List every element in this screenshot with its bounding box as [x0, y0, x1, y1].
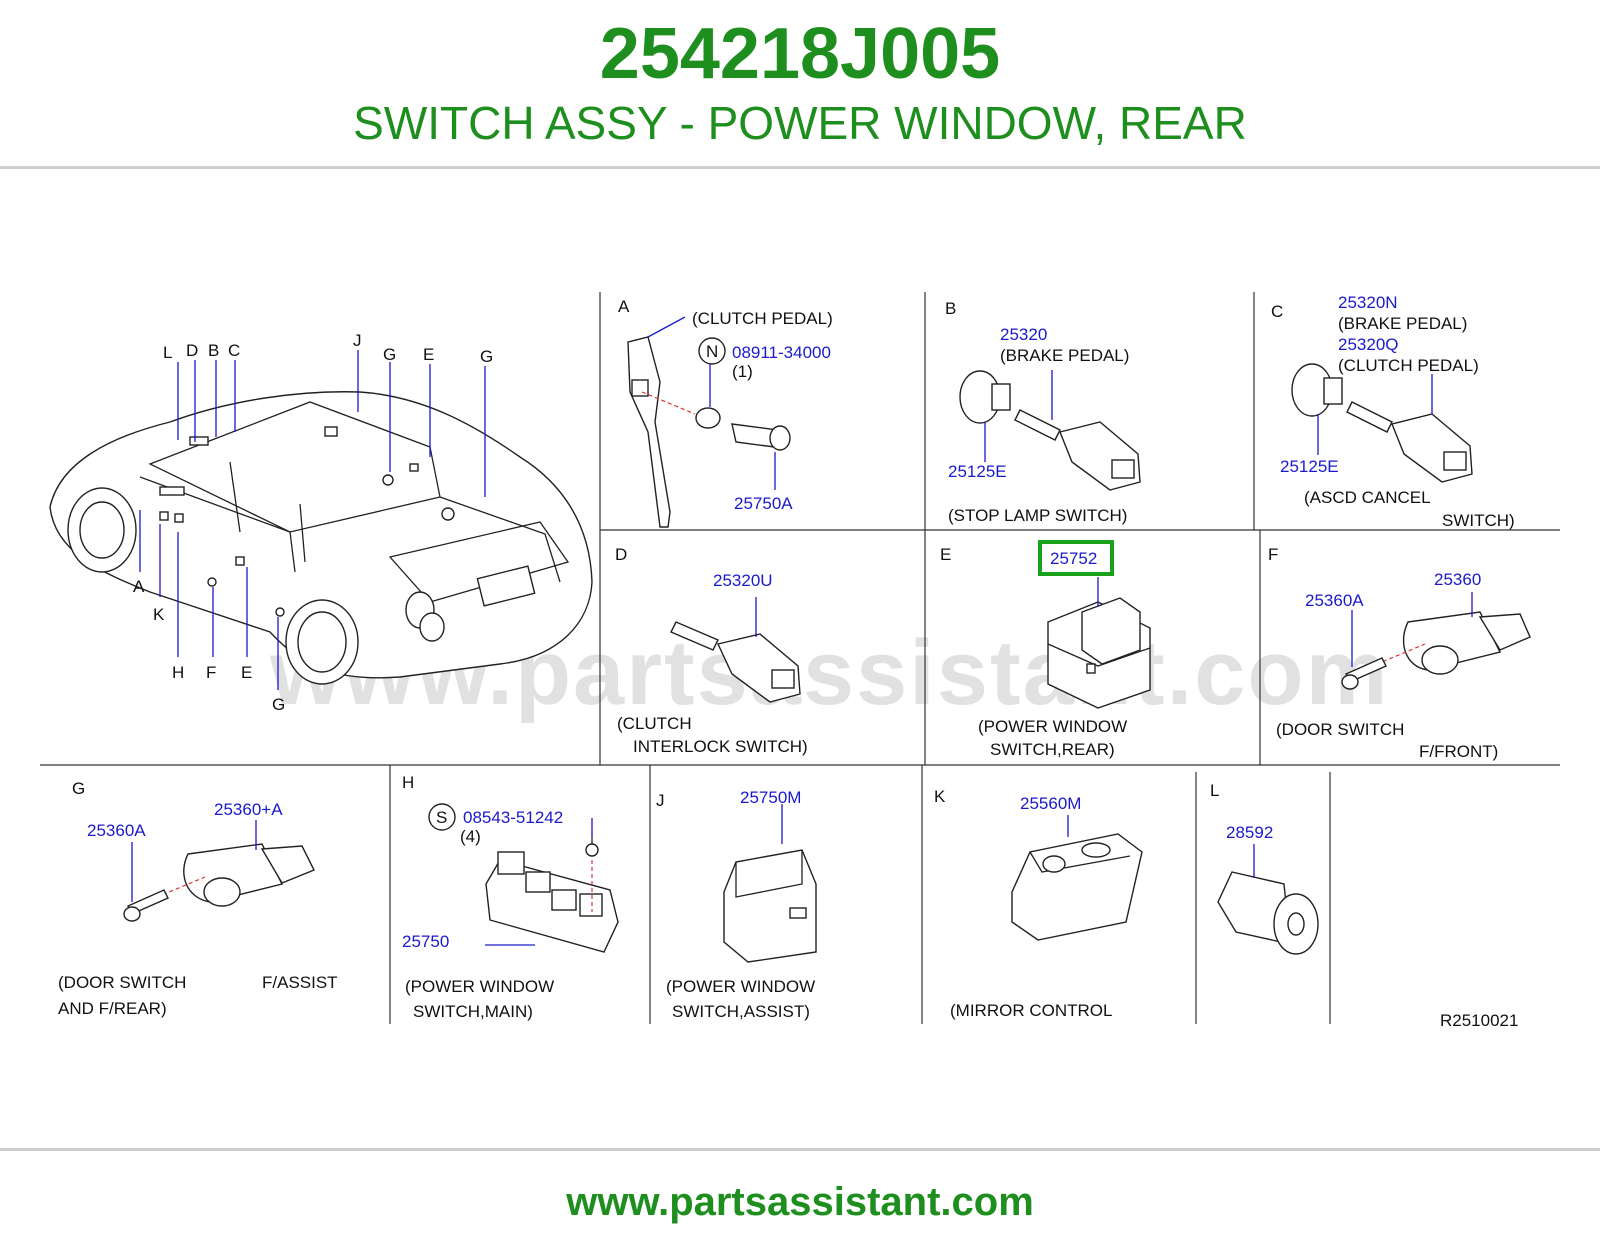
panel-c-note: (BRAKE PEDAL) — [1338, 314, 1467, 333]
target-part-highlight — [1038, 540, 1114, 576]
panel-g-drawing — [123, 820, 315, 922]
panel-l-part-number[interactable]: 28592 — [1226, 823, 1273, 842]
panel-b-note: (BRAKE PEDAL) — [1000, 346, 1129, 365]
panel-a-quantity: (1) — [732, 362, 753, 381]
panel-k-caption: (MIRROR CONTROL — [950, 1001, 1112, 1020]
panel-b-letter: B — [945, 299, 956, 318]
panel-d-caption: INTERLOCK SWITCH) — [633, 737, 808, 756]
panel-c-letter: C — [1271, 302, 1283, 321]
panel-f-part-number[interactable]: 25360 — [1434, 570, 1481, 589]
panel-g-letter: G — [72, 779, 85, 798]
car-callout: G — [480, 347, 493, 366]
panel-k-part-number[interactable]: 25560M — [1020, 794, 1081, 813]
panel-c-part-number[interactable]: 25125E — [1280, 457, 1339, 476]
panel-c-part-number[interactable]: 25320N — [1338, 293, 1398, 312]
panel-j-drawing — [723, 804, 817, 963]
panel-c-caption: SWITCH) — [1442, 511, 1515, 530]
car-overview — [49, 350, 593, 690]
panel-e-caption: (POWER WINDOW — [978, 717, 1127, 736]
panel-e-drawing — [1047, 577, 1151, 709]
car-callout: F — [206, 663, 216, 682]
panel-a-title: (CLUTCH PEDAL) — [692, 309, 833, 328]
panel-d-caption: (CLUTCH — [617, 714, 692, 733]
panel-e-caption: SWITCH,REAR) — [990, 740, 1115, 759]
panel-a-nut-symbol: N — [706, 342, 718, 361]
panel-h-caption: SWITCH,MAIN) — [413, 1002, 533, 1021]
panel-c-part-number[interactable]: 25320Q — [1338, 335, 1399, 354]
car-callout: L — [163, 343, 172, 362]
car-callout: J — [353, 331, 362, 350]
panel-h-part-number[interactable]: 25750 — [402, 932, 449, 951]
panel-g-part-number[interactable]: 25360A — [87, 821, 146, 840]
header-divider — [0, 166, 1600, 169]
panel-h-caption: (POWER WINDOW — [405, 977, 554, 996]
panel-h-letter: H — [402, 773, 414, 792]
panel-c-note: (CLUTCH PEDAL) — [1338, 356, 1479, 375]
panel-e-part-number-target[interactable]: 25752 — [1050, 549, 1097, 568]
panel-f-letter: F — [1268, 545, 1278, 564]
panel-f-part-number[interactable]: 25360A — [1305, 591, 1364, 610]
panel-b-part-number[interactable]: 25320 — [1000, 325, 1047, 344]
panel-g-caption: AND F/REAR) — [58, 999, 167, 1018]
panel-b-drawing — [959, 370, 1141, 491]
panel-h-screw-symbol: S — [436, 808, 447, 827]
car-callout: G — [383, 345, 396, 364]
car-callout: A — [133, 577, 145, 596]
car-callout: C — [228, 341, 240, 360]
panel-f-drawing — [1341, 592, 1531, 690]
car-callout: G — [272, 695, 285, 714]
parts-diagram: www.partsassistant.com — [0, 272, 1600, 1072]
panel-g-caption: (DOOR SWITCH — [58, 973, 186, 992]
panel-f-caption: (DOOR SWITCH — [1276, 720, 1404, 739]
panel-f-caption: F/FRONT) — [1419, 742, 1498, 761]
parts-diagram-svg: www.partsassistant.com — [40, 292, 1560, 1030]
panel-h-quantity: (4) — [460, 827, 481, 846]
car-callout: H — [172, 663, 184, 682]
panel-grid — [40, 292, 1560, 1024]
panel-b-caption: (STOP LAMP SWITCH) — [948, 506, 1127, 525]
panel-d-letter: D — [615, 545, 627, 564]
panel-a-part-number[interactable]: 08911-34000 — [732, 343, 831, 362]
panel-a-drawing — [627, 316, 791, 528]
panel-l-drawing — [1217, 844, 1319, 955]
panel-j-caption: SWITCH,ASSIST) — [672, 1002, 810, 1021]
panel-g-part-number[interactable]: 25360+A — [214, 800, 283, 819]
panel-d-drawing — [670, 597, 801, 703]
panel-a-part-number[interactable]: 25750A — [734, 494, 793, 513]
panel-j-caption: (POWER WINDOW — [666, 977, 815, 996]
footer-website-link[interactable]: www.partsassistant.com — [566, 1180, 1034, 1224]
part-number-title: 254218J005 — [599, 14, 1001, 94]
panel-c-caption: (ASCD CANCEL — [1304, 488, 1431, 507]
panel-e-letter: E — [940, 545, 951, 564]
car-callout: D — [186, 341, 198, 360]
diagram-reference-code: R2510021 — [1440, 1011, 1518, 1030]
panel-g-caption: F/ASSIST — [262, 973, 338, 992]
part-name-subtitle: SWITCH ASSY - POWER WINDOW, REAR — [353, 97, 1247, 149]
panel-h-part-number[interactable]: 08543-51242 — [463, 808, 563, 827]
footer-divider — [0, 1148, 1600, 1151]
car-callout: K — [153, 605, 165, 624]
panel-c-drawing — [1291, 363, 1473, 483]
panel-k-drawing — [1011, 815, 1143, 941]
panel-l-letter: L — [1210, 781, 1219, 800]
panel-k-letter: K — [934, 787, 946, 806]
panel-b-part-number[interactable]: 25125E — [948, 462, 1007, 481]
panel-h-drawing — [428, 803, 619, 953]
panel-d-part-number[interactable]: 25320U — [713, 571, 773, 590]
panel-j-letter: J — [656, 791, 665, 810]
car-callout: B — [208, 341, 219, 360]
panel-j-part-number[interactable]: 25750M — [740, 788, 801, 807]
panel-a-letter: A — [618, 297, 630, 316]
car-callout: E — [423, 345, 434, 364]
car-callout: E — [241, 663, 252, 682]
